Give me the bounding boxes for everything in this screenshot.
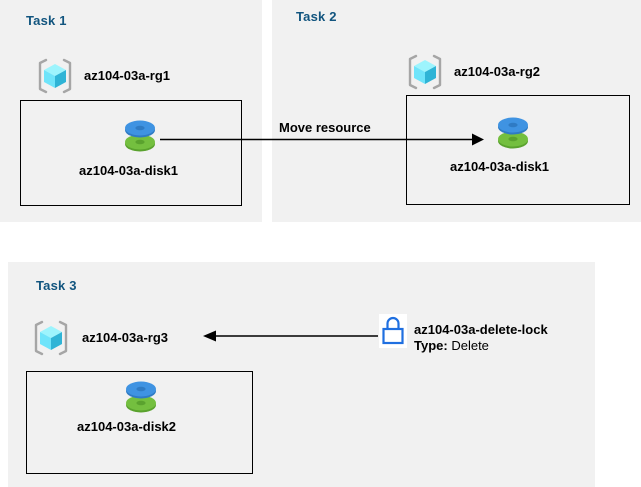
task-2-resource-box (406, 95, 630, 205)
task-1-resource-box (20, 100, 242, 206)
lock-type-line: Type: Delete (414, 338, 548, 354)
lock-type-value: Delete (451, 338, 489, 353)
task-1-resource-group-label: az104-03a-rg1 (84, 68, 170, 83)
resource-group-icon (38, 58, 72, 94)
task-1-resource-label: az104-03a-disk1 (79, 163, 179, 178)
lock-type-label: Type: (414, 338, 452, 353)
lock-caption: az104-03a-delete-lock Type: Delete (414, 322, 548, 354)
task-3-resource-group-label: az104-03a-rg3 (82, 330, 168, 345)
task-3-title: Task 3 (36, 278, 77, 293)
move-resource-arrow (160, 133, 484, 146)
resource-group-icon (408, 54, 442, 90)
apply-lock-arrow (203, 330, 378, 342)
resource-group-icon (34, 320, 68, 356)
lock-name: az104-03a-delete-lock (414, 322, 548, 337)
task-2-resource-label: az104-03a-disk1 (450, 159, 550, 174)
task-3-resource-label: az104-03a-disk2 (77, 419, 177, 434)
managed-disk-icon (125, 120, 155, 152)
task-2-title: Task 2 (296, 9, 337, 24)
move-resource-arrow-label: Move resource (279, 120, 371, 135)
task-1-title: Task 1 (26, 13, 67, 28)
lock-icon (379, 314, 407, 348)
managed-disk-icon (126, 381, 156, 413)
task-2-resource-group-label: az104-03a-rg2 (454, 64, 540, 79)
managed-disk-icon (498, 117, 528, 149)
